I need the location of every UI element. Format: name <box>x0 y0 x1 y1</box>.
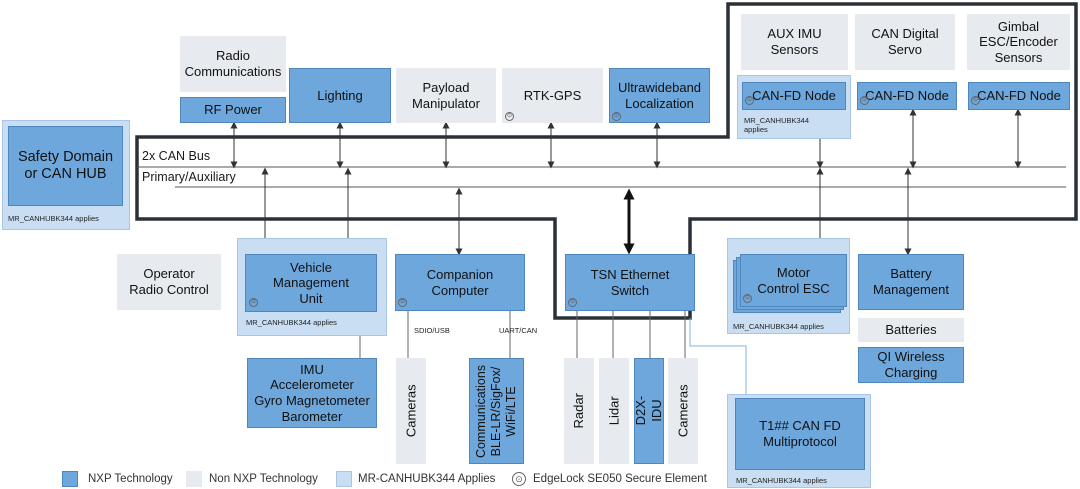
rtk-gps-block: RTK-GPS <box>502 68 603 123</box>
motor-control-esc-block: Motor Control ESC <box>740 254 847 307</box>
primary-auxiliary-label: Primary/Auxiliary <box>142 170 236 184</box>
cameras-right-block: Cameras <box>668 358 698 464</box>
aux-imu-sensors-block: AUX IMU Sensors <box>741 14 848 70</box>
radar-label: Radar <box>571 393 587 429</box>
legend-nxp-label: NXP Technology <box>88 473 173 485</box>
legend-nxp-swatch <box>62 471 78 487</box>
qi-wireless-charging-block: QI Wireless Charging <box>858 347 964 383</box>
can-digital-servo-block: CAN Digital Servo <box>855 14 955 70</box>
edgelock-icon: ⊙ <box>743 294 752 303</box>
edgelock-icon: ⊙ <box>512 472 526 486</box>
legend-mr-swatch <box>336 471 352 487</box>
lighting-block: Lighting <box>289 68 391 123</box>
imu-block: IMU Accelerometer Gyro Magnetometer Baro… <box>247 358 377 428</box>
edgelock-icon: ⊙ <box>398 298 407 307</box>
uwb-localization-block: Ultrawideband Localization <box>609 68 710 123</box>
legend-mr-label: MR-CANHUBK344 Applies <box>358 473 496 485</box>
mr-note-can-fd-node: MR_CANHUBK344 applies <box>744 116 810 135</box>
d2x-idu-label: D2X-IDU <box>633 396 664 426</box>
legend-non-nxp-swatch <box>186 471 202 487</box>
batteries-block: Batteries <box>858 318 964 342</box>
edgelock-icon: ⊙ <box>612 112 621 121</box>
legend-edgelock-label: EdgeLock SE050 Secure Element <box>533 473 707 485</box>
vehicle-management-unit-block: Vehicle Management Unit <box>245 254 377 312</box>
uart-can-label: UART/CAN <box>499 326 538 335</box>
can-fd-node-3: CAN-FD Node <box>968 82 1070 110</box>
edgelock-icon: ⊙ <box>860 96 869 105</box>
d2x-idu-block: D2X-IDU <box>633 358 664 464</box>
edgelock-icon: ⊙ <box>505 112 514 121</box>
sdio-usb-label: SDIO/USB <box>414 326 450 335</box>
can-fd-node-2: CAN-FD Node <box>857 82 957 110</box>
cameras-left-label: Cameras <box>403 384 419 438</box>
can-fd-node-1: CAN-FD Node <box>742 82 846 110</box>
companion-computer-block: Companion Computer <box>395 254 525 311</box>
edgelock-icon: ⊙ <box>249 298 258 307</box>
mr-note-motor: MR_CANHUBK344 applies <box>733 322 824 331</box>
communications-label: Communications BLE-LR/SigFox/ WiFi/LTE <box>474 364 518 458</box>
radio-communications-block: Radio Communications <box>180 36 286 92</box>
edgelock-icon: ⊙ <box>745 96 754 105</box>
tsn-ethernet-switch-block: TSN Ethernet Switch <box>565 254 695 311</box>
t1-can-fd-multiprotocol-block: T1## CAN FD Multiprotocol <box>735 398 865 470</box>
radar-block: Radar <box>564 358 594 464</box>
battery-management-block: Battery Management <box>858 254 964 310</box>
can-bus-label: 2x CAN Bus <box>142 149 211 163</box>
safety-domain-block: Safety Domain or CAN HUB <box>8 126 123 206</box>
rf-power-block: RF Power <box>180 97 286 123</box>
payload-manipulator-block: Payload Manipulator <box>396 68 496 123</box>
legend-non-nxp-label: Non NXP Technology <box>209 473 318 485</box>
mr-note-t1: MR_CANHUBK344 applies <box>736 476 827 485</box>
gimbal-encoder-block: Gimbal ESC/Encoder Sensors <box>967 14 1070 70</box>
cameras-right-label: Cameras <box>675 384 691 438</box>
communications-block: Communications BLE-LR/SigFox/ WiFi/LTE <box>469 358 524 464</box>
lidar-label: Lidar <box>606 396 622 426</box>
cameras-left-block: Cameras <box>396 358 426 464</box>
lidar-block: Lidar <box>599 358 629 464</box>
operator-radio-control-block: Operator Radio Control <box>117 254 221 310</box>
can-domain-outline <box>135 2 1078 320</box>
edgelock-icon: ⊙ <box>568 298 577 307</box>
mr-note-vmu: MR_CANHUBK344 applies <box>246 318 337 327</box>
mr-note-safety: MR_CANHUBK344 applies <box>8 214 99 223</box>
edgelock-icon: ⊙ <box>971 96 980 105</box>
